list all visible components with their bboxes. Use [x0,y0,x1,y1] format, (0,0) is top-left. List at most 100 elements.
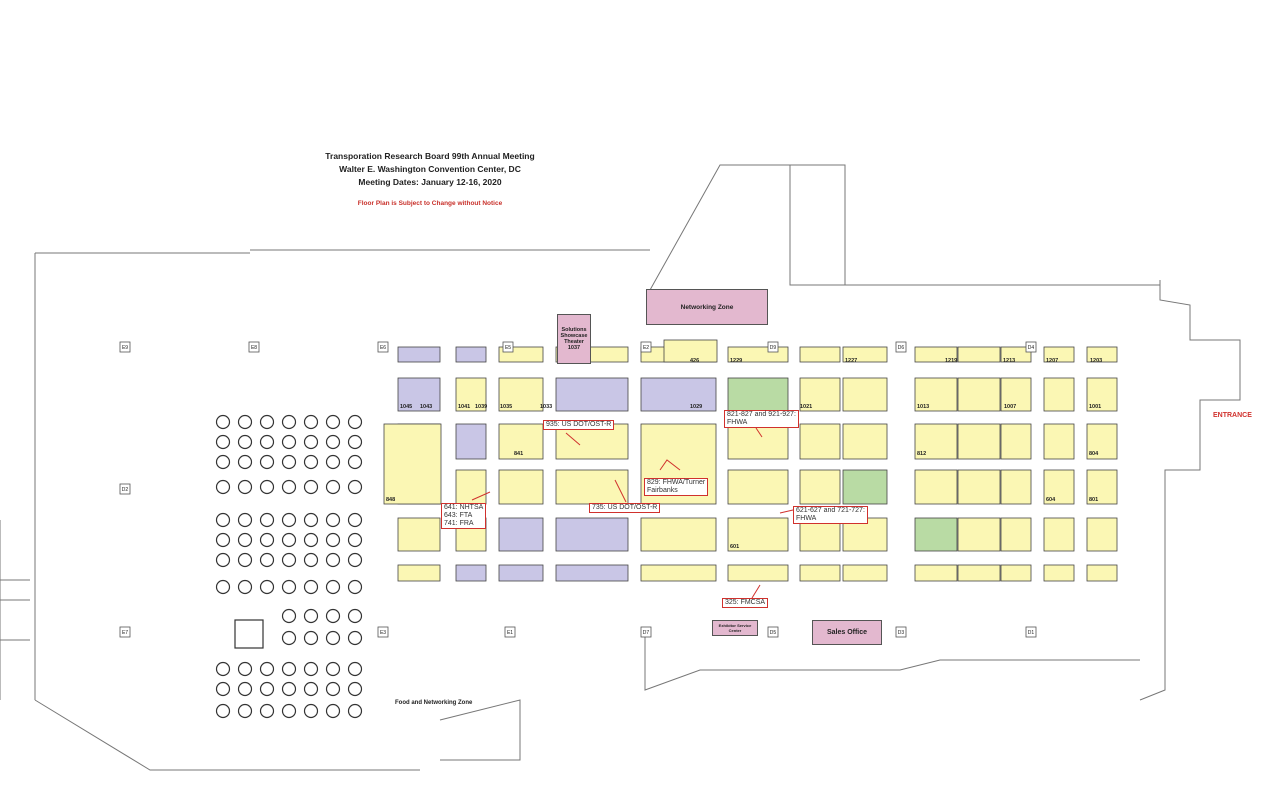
dining-table [347,703,363,719]
booth-block [957,346,1001,363]
booth-block [1000,377,1032,412]
column-label: E5 [505,345,511,351]
dining-table [215,552,231,568]
booth-block [842,423,888,460]
callout-735: 735: US DOT/OST-R [589,503,661,513]
booth-block [799,377,841,412]
booth-block [799,469,841,505]
entrance-label: ENTRANCE [1213,412,1252,419]
column-label: D1 [1028,630,1035,636]
booth-block [640,517,717,552]
booth-block [914,564,958,582]
booth-block [914,346,958,363]
booth-number: 1213 [1003,358,1015,364]
dining-table [325,552,341,568]
booth-block [842,564,888,582]
booth-block [1043,517,1075,552]
booth-block [1086,423,1118,460]
booth-block [397,517,441,552]
booth-block [455,423,487,460]
booth-block [727,564,789,582]
booth-block [663,339,718,363]
booth-number: 1029 [690,404,702,410]
column-marker [119,341,131,353]
dining-table [303,479,319,495]
dining-table [347,512,363,528]
booth-block [498,564,544,582]
dining-table [325,608,341,624]
dining-table [215,454,231,470]
booth-block [555,377,629,412]
booth-block [1086,564,1118,582]
sales-office: Sales Office [812,620,882,645]
dining-table [347,454,363,470]
booth-number: 1219 [945,358,957,364]
dining-table [281,579,297,595]
dining-table [281,512,297,528]
dining-table [325,703,341,719]
dining-table [237,661,253,677]
dining-table [259,479,275,495]
booth-number: 812 [917,451,926,457]
dining-table [325,414,341,430]
column-marker [377,626,389,638]
dining-table [259,661,275,677]
column-label: E8 [251,345,257,351]
dining-table [303,434,319,450]
dining-table [347,552,363,568]
dining-table [259,552,275,568]
column-label: D2 [122,487,129,493]
dining-table [347,681,363,697]
dining-table [281,479,297,495]
solutions-theater: Solutions Showcase Theater 1037 [557,314,591,364]
booth-block [1000,346,1032,363]
booth-number: 1229 [730,358,742,364]
dining-table [237,703,253,719]
dining-table [215,414,231,430]
column-label: D6 [898,345,905,351]
dining-table [347,608,363,624]
dining-table [303,552,319,568]
column-marker [119,626,131,638]
booth-block [799,564,841,582]
booth-block [397,564,441,582]
booth-block [914,469,958,505]
callout-935: 935: US DOT/OST-R [543,420,615,430]
dining-table [281,630,297,646]
booth-block [957,469,1001,505]
info-kiosk [234,619,264,649]
callout-821: 821-827 and 921-927: FHWA [724,410,799,428]
booth-block [727,517,789,552]
dining-table [259,414,275,430]
dining-table [215,681,231,697]
dining-table [237,454,253,470]
column-marker [1025,341,1037,353]
booth-number: 1007 [1004,404,1016,410]
booth-number: 1021 [800,404,812,410]
dining-table [215,703,231,719]
column-label: E6 [380,345,386,351]
booth-number: 1041 [458,404,470,410]
title-line-1: Transporation Research Board 99th Annual… [325,151,535,161]
dining-table [347,579,363,595]
dining-table [259,434,275,450]
booth-block [397,377,441,412]
booth-number: 1045 [400,404,412,410]
booth-block [842,346,888,363]
dining-table [303,454,319,470]
dining-table [325,479,341,495]
booth-block [727,469,789,505]
callout-621: 621-627 and 721-727: FHWA [793,506,868,524]
column-marker [377,341,389,353]
booth-block [1043,564,1075,582]
booth-block [914,423,958,460]
booth-number: 426 [690,358,699,364]
booth-block [1000,517,1032,552]
booth-block [498,377,544,412]
dining-table [303,532,319,548]
dining-table [347,630,363,646]
column-label: D9 [770,345,777,351]
booth-block [555,469,629,505]
booth-number: 1035 [500,404,512,410]
dining-table [303,579,319,595]
